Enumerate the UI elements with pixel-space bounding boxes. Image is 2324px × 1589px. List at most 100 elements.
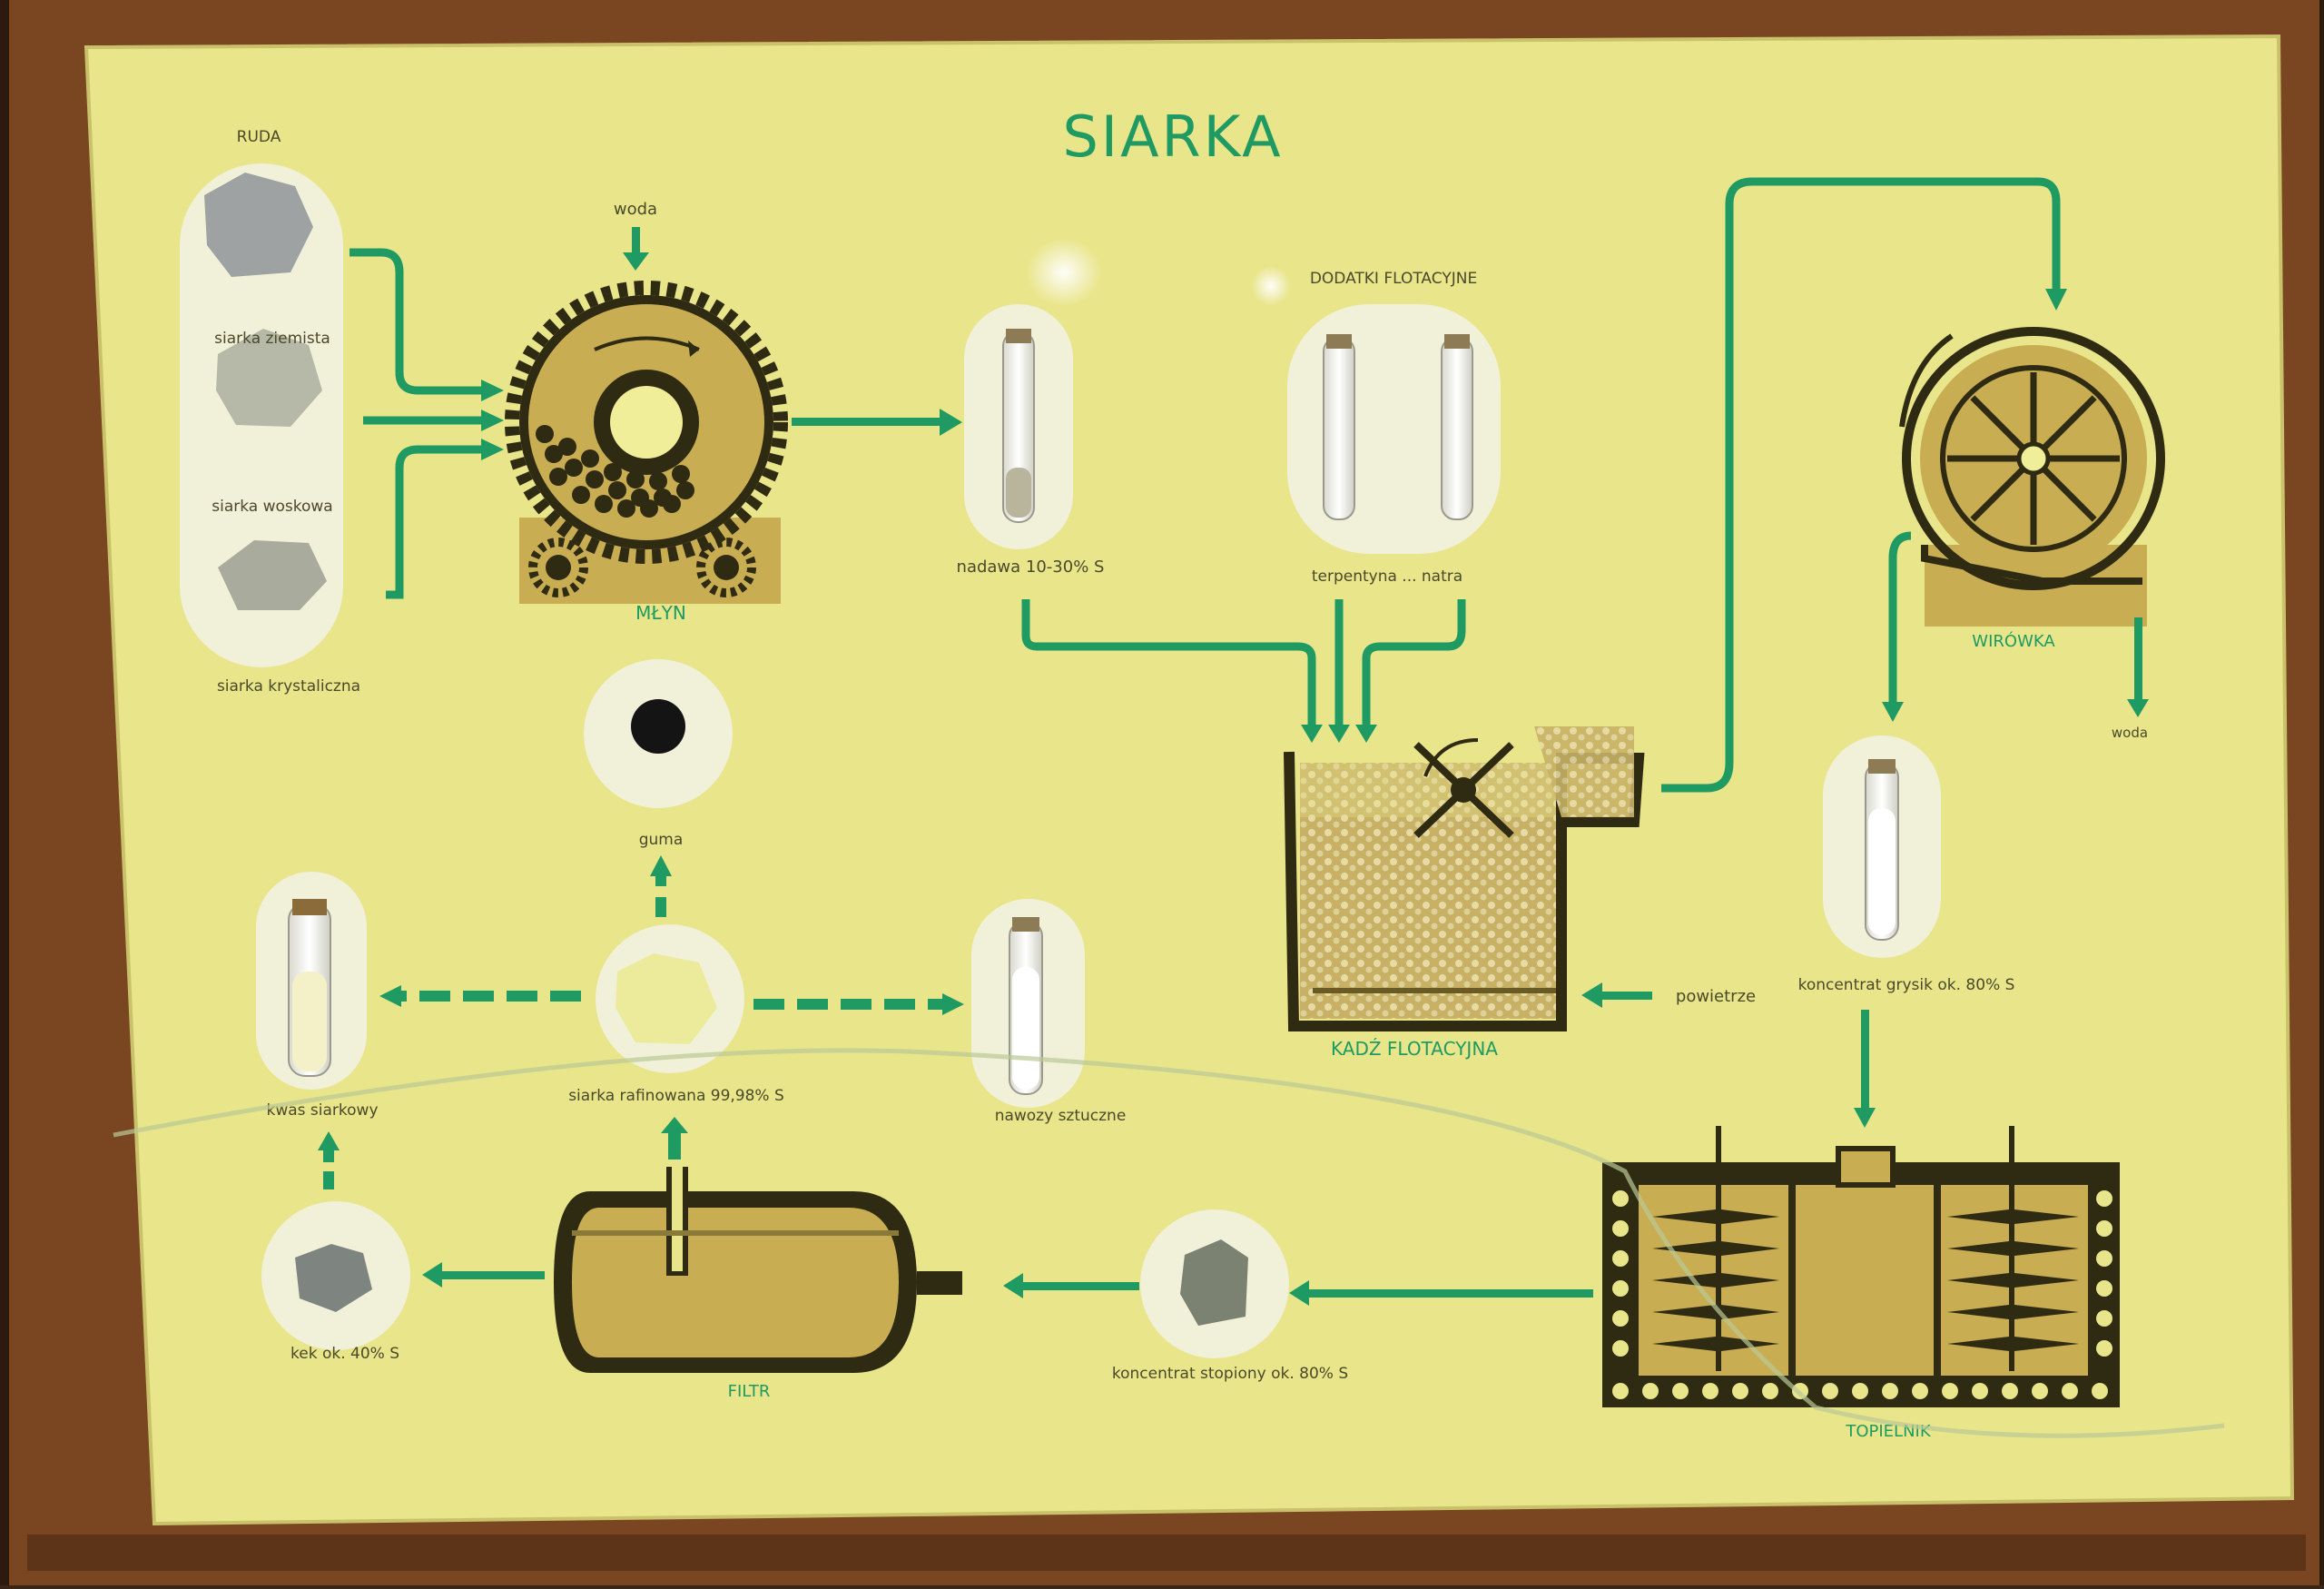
siarka-rafinowana-sample <box>596 924 744 1073</box>
concentrate-to-melter-arrow <box>1854 1010 1876 1128</box>
centrifuge-to-concentrate-pipe <box>1882 531 1912 722</box>
siarka-krystaliczna-label: siarka krystaliczna <box>217 677 360 696</box>
mill-label: MŁYN <box>635 602 686 624</box>
mill-ball <box>640 499 658 518</box>
centrifuge-water-arrow <box>2127 617 2149 717</box>
melter-hole <box>2096 1250 2112 1267</box>
mill-ball <box>595 495 613 513</box>
mill-ball <box>549 468 567 486</box>
guma-label: guma <box>639 831 684 849</box>
flotation-tank <box>1284 726 1645 1031</box>
melter-blade <box>1652 1337 1716 1351</box>
melter-hole <box>2002 1383 2018 1399</box>
mill-ball <box>672 465 690 483</box>
siarka-woskowa-label: siarka woskowa <box>212 498 332 516</box>
melter-blade <box>1947 1305 2009 1319</box>
nadawa-label: nadawa 10-30% S <box>957 558 1105 577</box>
mill-ball <box>604 463 622 481</box>
tank-to-centrifuge-pipe <box>1661 177 2067 793</box>
melter-hole <box>1612 1280 1629 1297</box>
woda-out-label: woda <box>2112 725 2148 741</box>
melter-hole <box>2096 1280 2112 1297</box>
melter-hole <box>1612 1383 1629 1399</box>
melter-hole <box>2096 1310 2112 1327</box>
refined-to-nawozy-arrow <box>753 993 964 1015</box>
melter-blade <box>1721 1305 1779 1319</box>
melter-blade <box>1652 1241 1716 1256</box>
terpentyna-label: terpentyna ... natra <box>1312 568 1462 586</box>
nadawa-sample <box>964 304 1073 549</box>
melter-blade <box>1947 1337 2009 1351</box>
melter-hole <box>1612 1310 1629 1327</box>
mill-ball <box>663 495 681 513</box>
mill-ball <box>536 425 554 443</box>
melter-hole <box>1672 1383 1689 1399</box>
glare <box>1026 238 1102 307</box>
melter-hole <box>2096 1340 2112 1357</box>
additives-samples <box>1287 304 1501 554</box>
koncentrat-grysik-label: koncentrat grysik ok. 80% S <box>1798 976 2015 994</box>
refined-to-guma-arrow <box>650 855 672 917</box>
melter-blade <box>2014 1305 2079 1319</box>
melter-hole <box>2092 1383 2108 1399</box>
ruda-label: RUDA <box>237 128 281 146</box>
mill-ball <box>545 445 563 463</box>
melter-hole <box>2062 1383 2078 1399</box>
nawozy-sample <box>971 899 1085 1108</box>
melter-hole <box>2032 1383 2048 1399</box>
feed-pipes <box>1021 599 1466 726</box>
mill-ball <box>565 459 583 477</box>
mill-ball <box>586 470 604 489</box>
melter-blade <box>1947 1209 2009 1224</box>
refined-to-kwas-arrow <box>379 985 581 1007</box>
air-arrow <box>1581 982 1652 1008</box>
melter-hole <box>1612 1250 1629 1267</box>
filter-to-refined-arrow <box>661 1117 688 1160</box>
mill-ball <box>676 481 694 499</box>
melter-blade <box>1652 1273 1716 1288</box>
melter-hole <box>1972 1383 1988 1399</box>
powietrze-label: powietrze <box>1676 987 1756 1006</box>
melter-hole <box>1612 1340 1629 1357</box>
melter-blade <box>1721 1209 1779 1224</box>
siarka-rafinowana-label: siarka rafinowana 99,98% S <box>568 1087 784 1105</box>
melter-diagram <box>1602 1126 2120 1407</box>
melter-blade <box>2014 1241 2079 1256</box>
ore-samples-panel <box>180 163 343 667</box>
melter-hole <box>2096 1190 2112 1207</box>
filtr-label: FILTR <box>728 1382 771 1401</box>
melter-hole <box>1942 1383 1958 1399</box>
koncentrat-stopiony-label: koncentrat stopiony ok. 80% S <box>1112 1365 1348 1383</box>
mill-ball <box>558 438 576 456</box>
mill-ball <box>572 486 590 504</box>
filter-to-kek-arrow <box>422 1262 545 1288</box>
melter-hole <box>1882 1383 1898 1399</box>
melter-hole <box>1732 1383 1748 1399</box>
melter-to-stopiony-arrow <box>1289 1280 1593 1306</box>
melter-hole <box>1612 1220 1629 1237</box>
kek-to-kwas-arrow <box>318 1131 340 1189</box>
melter-hole <box>2096 1220 2112 1237</box>
guma-sample <box>584 659 733 808</box>
ore-to-mill-arrows <box>350 248 481 599</box>
melter-hole <box>1852 1383 1868 1399</box>
mill-ball <box>617 499 635 518</box>
mill-to-nadawa-arrow <box>792 409 962 436</box>
mill-ball <box>626 470 645 489</box>
melter-hole <box>1612 1190 1629 1207</box>
woda-in-label: woda <box>614 200 657 219</box>
kwas-siarkowy-sample <box>256 872 367 1090</box>
water-arrow <box>623 227 649 271</box>
wirowka-label: WIRÓWKA <box>1972 631 2055 651</box>
siarka-ziemista-label: siarka ziemista <box>214 330 330 348</box>
mill-ball <box>649 472 667 490</box>
melter-blade <box>1947 1273 2009 1288</box>
melter-blade <box>1652 1305 1716 1319</box>
filter-diagram <box>554 1167 962 1373</box>
melter-hole <box>1702 1383 1718 1399</box>
kwas-label: kwas siarkowy <box>266 1101 378 1120</box>
kek-label: kek ok. 40% S <box>290 1345 399 1363</box>
mill-ball <box>608 481 626 499</box>
page-title: SIARKA <box>1062 104 1283 170</box>
